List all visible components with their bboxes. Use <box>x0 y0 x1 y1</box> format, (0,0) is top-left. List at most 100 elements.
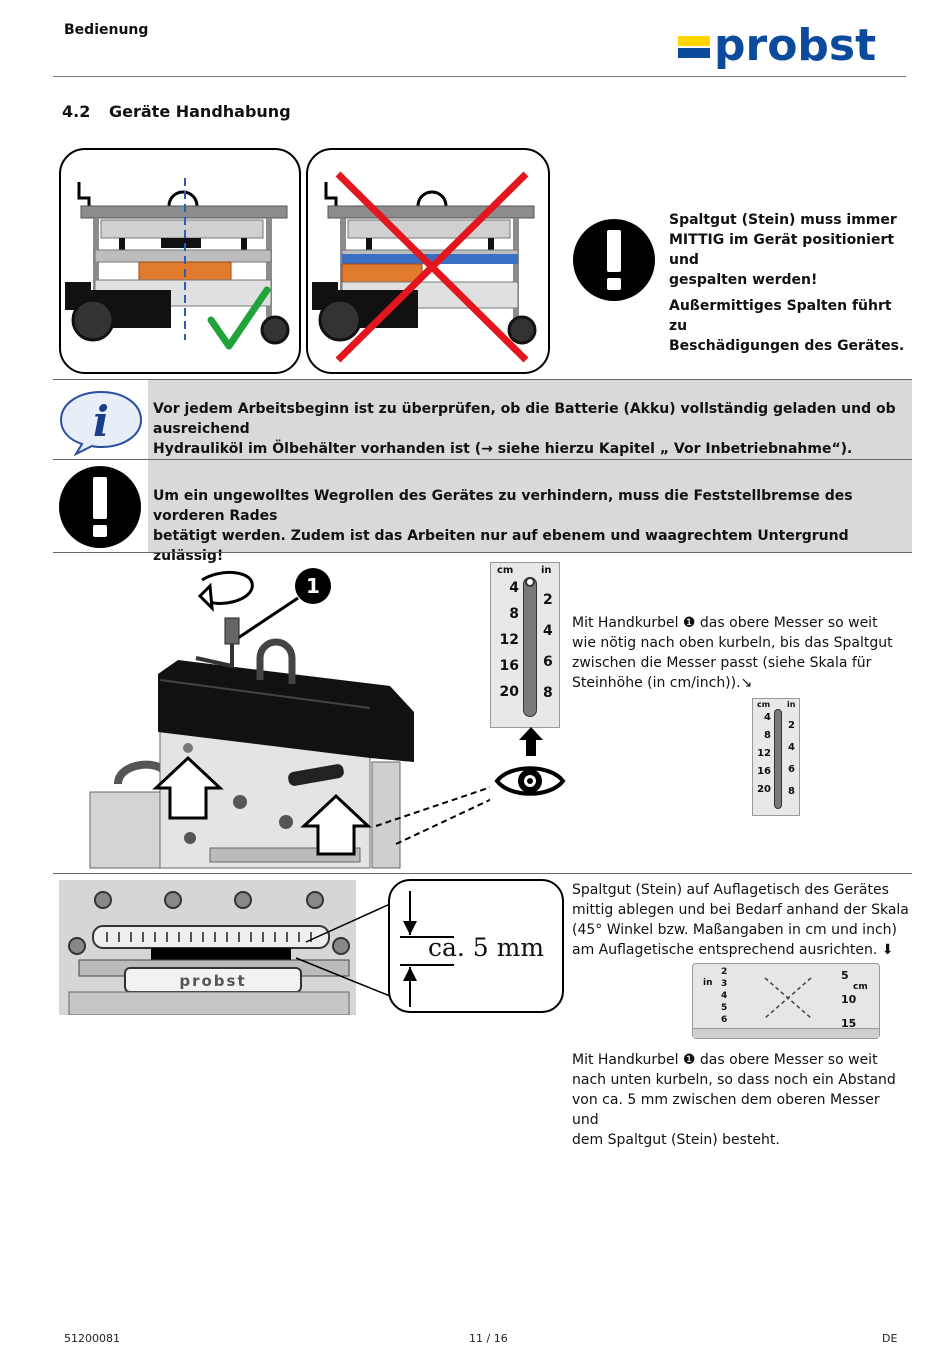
cm-tick: 12 <box>499 632 519 648</box>
divider <box>53 459 912 460</box>
arrow-up-icon <box>519 727 543 756</box>
scale-slot <box>774 709 782 809</box>
diagonal-guide-marks <box>764 977 812 1019</box>
warning-line: Spaltgut (Stein) muss immer <box>669 212 897 228</box>
warning-line: Außermittiges Spalten führt zu <box>669 298 892 334</box>
step2-line: am Auflagetische entsprechend ausrichten… <box>572 942 894 958</box>
probst-logo: probst <box>678 20 900 72</box>
in-tick-column: 2 4 6 8 <box>543 585 553 709</box>
cm-tick-column: 4 8 12 16 20 <box>495 575 519 705</box>
step2-line: mittig ablegen und bei Bedarf anhand der… <box>572 902 909 918</box>
table-scale-cm-label: cm <box>853 982 868 992</box>
in-tick: 2 <box>721 967 728 977</box>
cm-tick: 15 <box>841 1017 857 1030</box>
splitter-centered-diagram <box>65 178 290 350</box>
splitter-offcenter-diagram <box>312 171 537 363</box>
step1-instruction: Mit Handkurbel ❶ das obere Messer so wei… <box>572 613 902 693</box>
centering-warning-text: Spaltgut (Stein) muss immer MITTIG im Ge… <box>669 210 909 356</box>
cm-tick: 5 <box>841 969 849 982</box>
table-scale-in-label: in <box>703 978 713 988</box>
step1-line: Mit Handkurbel ❶ das obere Messer so wei… <box>572 615 878 631</box>
in-tick: 6 <box>788 764 795 775</box>
cm-tick: 20 <box>499 684 519 700</box>
scale-unit-in: in <box>541 565 552 576</box>
cm-tick: 8 <box>764 730 771 741</box>
logo-wordmark: probst <box>714 20 877 71</box>
gap-dimension-arrows <box>400 891 454 1007</box>
gap-detail-callout: ca. 5 mm <box>388 879 564 1013</box>
splitter-crank-illustration: 1 <box>89 568 490 869</box>
plate-logo: probst <box>179 972 246 990</box>
scale-slot <box>523 577 537 717</box>
section-title: Geräte Handhabung <box>109 102 291 121</box>
table-edge <box>693 1028 879 1038</box>
warning-line: Beschädigungen des Gerätes. <box>669 338 905 354</box>
in-tick: 3 <box>721 979 728 989</box>
wrong-position-illustration <box>306 148 550 374</box>
logo-yellow-bar <box>678 36 710 46</box>
cm-tick: 4 <box>509 580 519 596</box>
step1-line: zwischen die Messer passt (siehe Skala f… <box>572 655 872 671</box>
step1-line: Steinhöhe (in cm/inch)).↘ <box>572 675 753 691</box>
gap-label: ca. 5 mm <box>428 933 545 962</box>
exclamation-warning-icon <box>573 219 655 301</box>
footer-language: DE <box>882 1332 898 1345</box>
in-tick: 8 <box>788 786 795 797</box>
footer-doc-number: 51200081 <box>64 1332 120 1345</box>
step2-instruction: Spaltgut (Stein) auf Auflagetisch des Ge… <box>572 880 910 960</box>
warning-line: MITTIG im Gerät positioniert und <box>669 232 895 268</box>
correct-position-illustration <box>59 148 301 374</box>
in-tick: 8 <box>543 685 553 701</box>
in-tick-column: 2 4 6 8 <box>788 715 795 803</box>
cm-tick: 12 <box>757 748 771 759</box>
cm-tick: 20 <box>757 784 771 795</box>
section-number: 4.2 <box>62 102 91 121</box>
step3-line: dem Spaltgut (Stein) besteht. <box>572 1132 780 1148</box>
info-notice-text: Vor jedem Arbeitsbeginn ist zu überprüfe… <box>153 399 911 459</box>
cm-tick: 16 <box>499 658 519 674</box>
svg-text:i: i <box>93 397 109 446</box>
footer-page-number: 11 / 16 <box>469 1332 508 1345</box>
info-line: Vor jedem Arbeitsbeginn ist zu überprüfe… <box>153 401 896 437</box>
height-scale-large: cm in 4 8 12 16 20 2 4 6 8 <box>490 562 560 728</box>
cm-tick: 16 <box>757 766 771 777</box>
in-tick: 5 <box>721 1003 728 1013</box>
step3-line: von ca. 5 mm zwischen dem oberen Messer … <box>572 1092 880 1128</box>
divider <box>53 379 912 380</box>
step3-line: Mit Handkurbel ❶ das obere Messer so wei… <box>572 1052 878 1068</box>
in-tick: 4 <box>788 742 795 753</box>
divider <box>53 873 912 874</box>
scale-indicator <box>525 577 535 587</box>
cm-tick: 8 <box>509 606 519 622</box>
in-tick: 6 <box>543 654 553 670</box>
info-icon: i <box>59 390 143 456</box>
callout-number: 1 <box>306 574 320 598</box>
step3-line: nach unten kurbeln, so dass noch ein Abs… <box>572 1072 896 1088</box>
step3-instruction: Mit Handkurbel ❶ das obere Messer so wei… <box>572 1050 910 1150</box>
in-tick: 2 <box>543 592 553 608</box>
table-scale: in 2 3 4 5 6 cm 5 10 15 <box>692 963 880 1039</box>
scale-unit-cm: cm <box>497 565 514 576</box>
knife-gap-illustration: probst <box>59 880 356 1015</box>
in-tick: 6 <box>721 1015 728 1025</box>
info-notice-background <box>148 380 912 459</box>
scale-unit-in: in <box>787 700 796 709</box>
info-line: Hydrauliköl im Ölbehälter vorhanden ist … <box>153 441 853 457</box>
brake-notice-text: Um ein ungewolltes Wegrollen des Gerätes… <box>153 486 911 566</box>
exclamation-warning-icon <box>59 466 141 548</box>
in-tick: 4 <box>543 623 553 639</box>
divider <box>53 552 912 553</box>
table-in-ticks: 2 3 4 5 6 <box>721 966 727 1026</box>
brake-line: betätigt werden. Zudem ist das Arbeiten … <box>153 528 849 564</box>
table-cm-ticks: 5 10 15 <box>841 964 856 1036</box>
step2-line: Spaltgut (Stein) auf Auflagetisch des Ge… <box>572 882 889 898</box>
header-divider <box>53 76 906 77</box>
in-tick: 2 <box>788 720 795 731</box>
step1-line: wie nötig nach oben kurbeln, bis das Spa… <box>572 635 893 651</box>
logo-blue-bar <box>678 48 710 58</box>
cm-tick-column: 4 8 12 16 20 <box>755 709 771 799</box>
in-tick: 4 <box>721 991 728 1001</box>
scale-unit-cm: cm <box>757 700 771 709</box>
cm-tick: 10 <box>841 993 857 1006</box>
cm-tick: 4 <box>764 712 771 723</box>
